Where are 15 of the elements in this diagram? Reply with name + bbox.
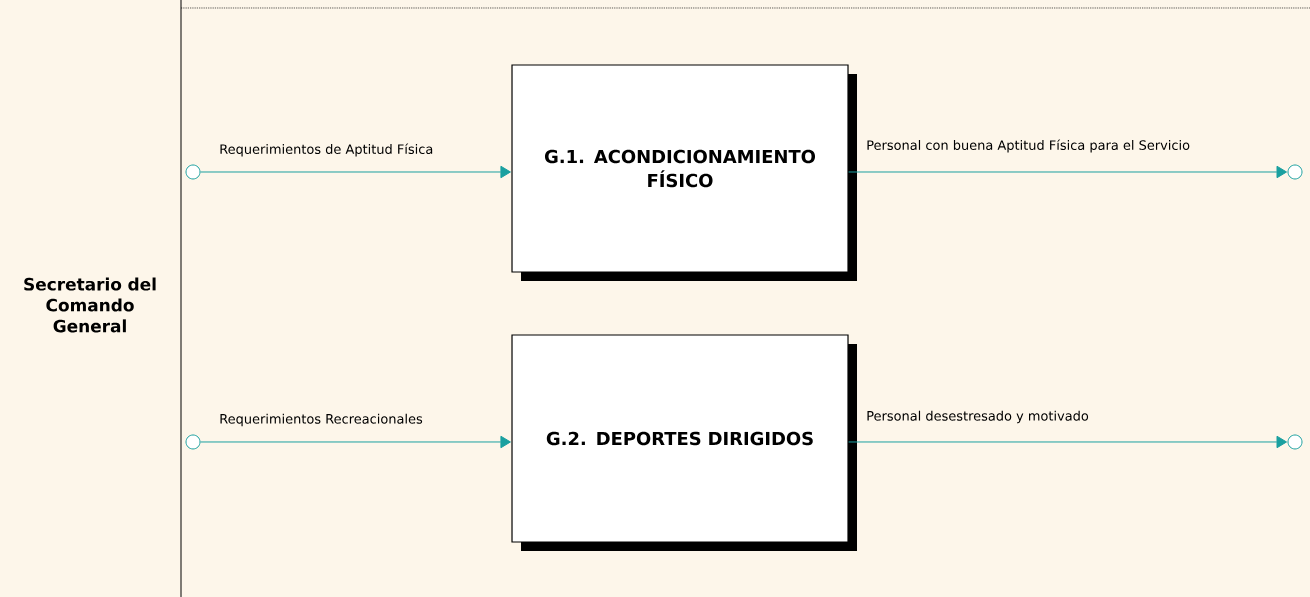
lane-label: Secretario del Comando General <box>24 277 156 333</box>
edge-label: Personal con buena Aptitud Física para el Servicio <box>867 139 1190 153</box>
connector-circle <box>1287 164 1303 180</box>
edge-label: Requerimientos de Aptitud Física <box>220 143 433 157</box>
process-box: G.2. DEPORTES DIRIGIDOS <box>511 334 857 551</box>
arrow <box>200 435 511 449</box>
arrow <box>200 165 511 179</box>
arrow <box>848 435 1287 449</box>
edge-label: Requerimientos Recreacionales <box>220 413 423 427</box>
process-box: G.1. ACONDICIONAMIENTO FÍSICO <box>511 64 857 281</box>
connector-circle <box>185 164 201 180</box>
edge-label: Personal desestresado y motivado <box>867 410 1089 424</box>
arrow <box>848 165 1287 179</box>
connector-circle <box>1287 434 1303 450</box>
connector-circle <box>185 434 201 450</box>
